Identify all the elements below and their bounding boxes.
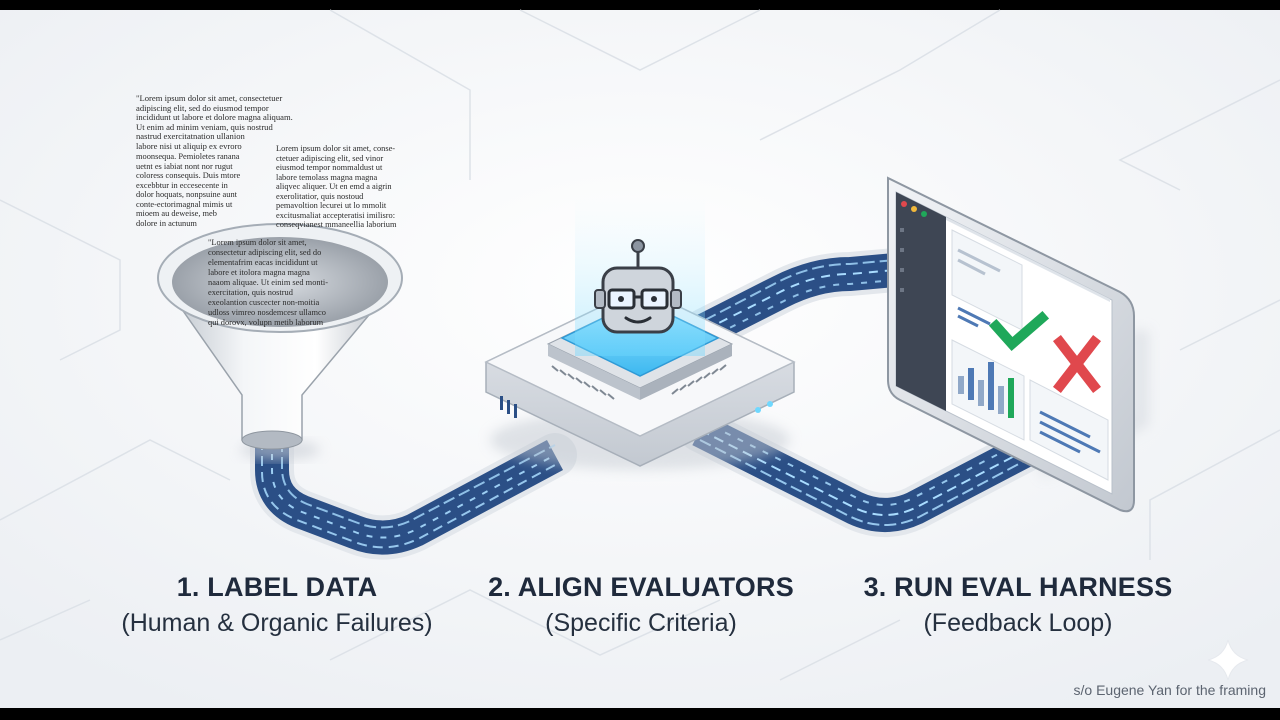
robot-icon xyxy=(594,239,682,334)
lorem-text-left: moonsequa. Pemioletes ranana uetnt es ia… xyxy=(136,152,241,228)
funnel-icon xyxy=(157,223,403,460)
data-pipe-2 xyxy=(678,408,1067,537)
letterbox-top xyxy=(0,0,1280,10)
step-title: 2. ALIGN EVALUATORS xyxy=(488,572,794,602)
step-align-evaluators: 2. ALIGN EVALUATORS (Specific Criteria) xyxy=(431,572,851,638)
step-subtitle: (Human & Organic Failures) xyxy=(121,609,433,637)
check-icon xyxy=(988,310,1050,352)
bar-sparkline xyxy=(958,362,1014,418)
data-pipe-return xyxy=(683,248,917,352)
cross-icon xyxy=(1052,334,1102,394)
step-title: 3. RUN EVAL HARNESS xyxy=(863,572,1173,602)
lorem-text-top: "Lorem ipsum dolor sit amet, consectetue… xyxy=(136,93,293,151)
letterbox-bottom xyxy=(0,708,1280,720)
data-pipe-1 xyxy=(250,418,577,560)
credit-text: s/o Eugene Yan for the framing xyxy=(1073,682,1267,698)
lorem-text-right: Lorem ipsum dolor sit amet, conse- ctetu… xyxy=(276,144,397,229)
step-subtitle: (Specific Criteria) xyxy=(545,609,737,637)
step-subtitle: (Feedback Loop) xyxy=(923,609,1113,637)
step-label-data: 1. LABEL DATA (Human & Organic Failures) xyxy=(67,572,487,638)
step-run-eval-harness: 3. RUN EVAL HARNESS (Feedback Loop) xyxy=(808,572,1228,638)
sparkle-icon xyxy=(1207,639,1249,681)
step-title: 1. LABEL DATA xyxy=(176,572,378,602)
chip-icon xyxy=(484,196,796,470)
lorem-text-funnel: "Lorem ipsum dolor sit amet, consectetur… xyxy=(208,238,329,327)
background-traces xyxy=(0,9,1280,681)
